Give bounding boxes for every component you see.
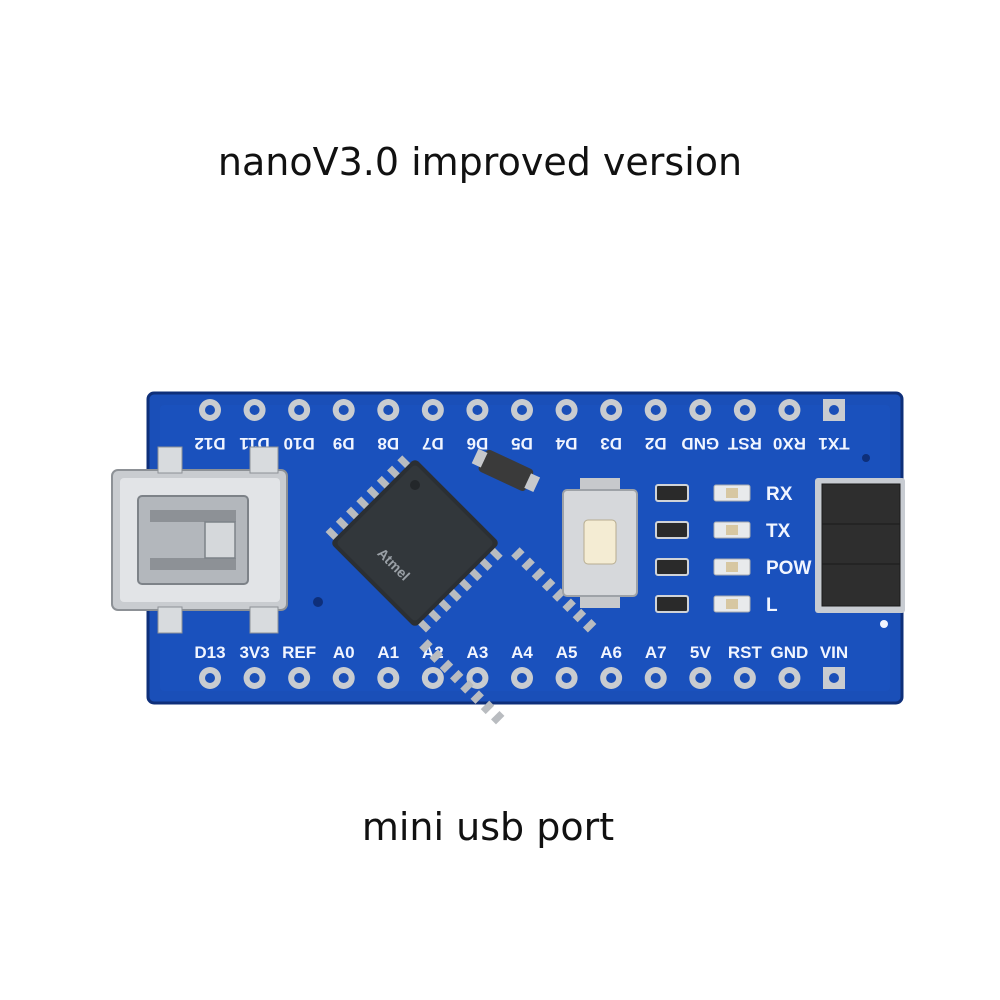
top-pin-label: D2	[645, 434, 667, 453]
product-title: nanoV3.0 improved version	[217, 140, 743, 184]
bottom-pin-label: VIN	[820, 643, 848, 662]
top-pin-label: D7	[422, 434, 444, 453]
resistor	[655, 558, 689, 576]
crystal-component	[471, 448, 541, 493]
led-label: RX	[766, 484, 793, 505]
status-leds: RX TX POW L	[655, 484, 811, 616]
led-label: TX	[766, 521, 791, 542]
top-pin-row	[199, 399, 845, 421]
top-pin-label: GND	[681, 434, 719, 453]
bottom-pin-label: 5V	[690, 643, 711, 662]
bottom-pin-label: RST	[728, 643, 763, 662]
top-pin-label: RX0	[773, 434, 806, 453]
bottom-pin-label: A0	[333, 643, 355, 662]
top-pin-label: D8	[377, 434, 399, 453]
icsp-header	[815, 478, 905, 613]
bottom-pin-label: A1	[377, 643, 399, 662]
bottom-pin-label: A5	[556, 643, 578, 662]
reset-button	[562, 478, 638, 608]
top-pin-label: D6	[467, 434, 489, 453]
top-pin-label: D12	[194, 434, 225, 453]
mini-usb-connector-icon	[111, 446, 288, 634]
bottom-pin-label: GND	[771, 643, 809, 662]
resistor	[655, 484, 689, 502]
led-label: L	[766, 595, 778, 616]
bottom-pin-label: REF	[282, 643, 316, 662]
top-pin-label: D5	[511, 434, 533, 453]
bottom-pin-label: 3V3	[239, 643, 269, 662]
bottom-pin-label: A3	[467, 643, 489, 662]
usb-port-caption: mini usb port	[361, 805, 615, 849]
top-pin-label: RST	[727, 434, 762, 453]
resistor	[655, 521, 689, 539]
top-pin-label: D10	[284, 434, 315, 453]
top-pin-label: D4	[555, 434, 577, 453]
bottom-pin-label: D13	[194, 643, 225, 662]
top-pin-label: TX1	[818, 434, 849, 453]
bottom-pin-label: A4	[511, 643, 533, 662]
led-label: POW	[766, 558, 811, 579]
microcontroller-chip: Atmel	[325, 455, 597, 725]
bottom-pin-label: A7	[645, 643, 667, 662]
top-pin-label: D9	[333, 434, 355, 453]
bottom-pin-label: A6	[600, 643, 622, 662]
bottom-pin-row	[199, 667, 845, 689]
top-pin-label: D3	[600, 434, 622, 453]
pcb-board	[148, 393, 902, 703]
resistor	[655, 595, 689, 613]
